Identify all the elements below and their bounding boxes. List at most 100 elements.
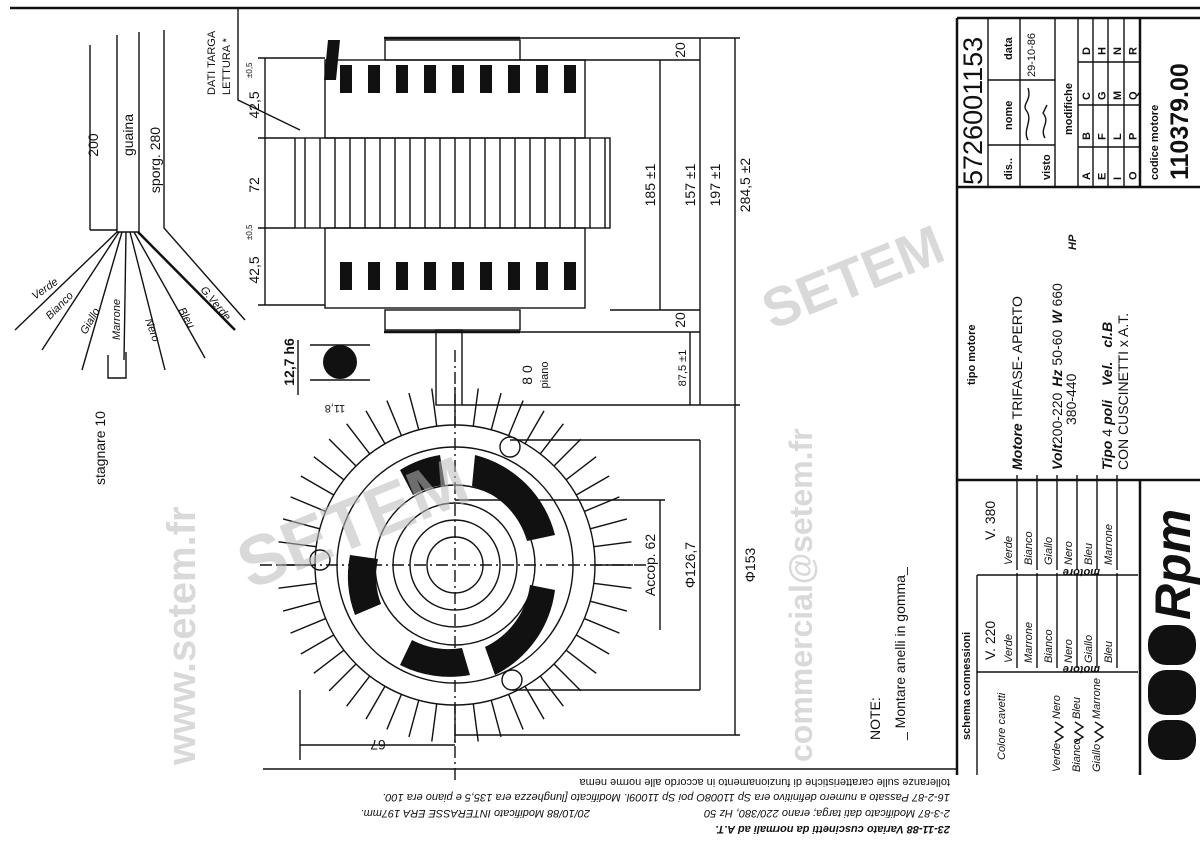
header-dis: dis.. (1003, 158, 1015, 180)
stator-slot (424, 65, 436, 93)
stator-slot (508, 65, 520, 93)
tipo-line: Tipo4poliVel.cl.B (1099, 322, 1115, 470)
revision-letter: O (1128, 171, 1140, 180)
front-dimensions: Accop. 62 Φ126,7 Φ153 67 (299, 405, 758, 760)
signature-checker (1042, 104, 1048, 139)
dim-284: 284,5 ±2 (737, 158, 753, 213)
side-dimensions: DATI TARGA LETTURA * 42,5 ±0,5 72 42,5 ±… (206, 8, 325, 306)
hz-value: 50-60 (1049, 330, 1065, 366)
stator-slot (452, 65, 464, 93)
radial-fin (539, 675, 564, 707)
stator-slot (564, 262, 576, 290)
wire-marrone: Marrone (111, 299, 123, 340)
note-title: NOTE: (867, 697, 883, 740)
stagnare-label: stagnare 10 (92, 411, 108, 485)
stator-slot (536, 65, 548, 93)
schema-title: schema connessioni (961, 632, 973, 740)
schema-wire-label: Bianco (1043, 629, 1055, 663)
radial-fin (431, 703, 438, 742)
w-value: 660 (1049, 283, 1065, 307)
radial-fin (278, 582, 317, 589)
revision-letter: P (1128, 133, 1140, 140)
radial-fin (539, 423, 564, 455)
stator-slot (508, 262, 520, 290)
watermark-email: commercial@setem.fr (783, 428, 819, 762)
radial-fin (282, 600, 320, 612)
radial-fin (584, 496, 620, 513)
radial-fin (282, 518, 320, 530)
w-label: W (1049, 309, 1065, 324)
vel-label: Vel. (1099, 362, 1115, 386)
drawing-number: 5726001153 (958, 37, 988, 185)
coil-label: Verde (1051, 743, 1063, 772)
radial-fin (328, 438, 357, 467)
wire-nero: Nero (142, 317, 161, 344)
radial-fin (575, 634, 610, 655)
piano-label: piano (539, 362, 551, 389)
dim-42-top: 42,5 (246, 91, 262, 118)
revision-letter: A (1081, 172, 1093, 180)
revision-letter: R (1128, 47, 1140, 55)
delta-label: V. 220 (982, 621, 998, 660)
revision-letter: B (1081, 132, 1093, 140)
stator-slot (396, 65, 408, 93)
revision-letter: H (1097, 47, 1109, 55)
radial-fin (431, 388, 438, 427)
stator-slot (340, 65, 352, 93)
volt-line: Volt200-220Hz50-60W660 (1049, 283, 1065, 470)
radial-fin (365, 685, 386, 720)
watermark-brand-2: SETEM (753, 213, 952, 341)
coil-resistor (1073, 721, 1085, 743)
stator-slot (424, 262, 436, 290)
revision-letter: L (1112, 133, 1124, 140)
coil-resistor (1093, 721, 1105, 743)
motore-delta: motore (1063, 663, 1100, 675)
revision-letter: M (1112, 91, 1124, 100)
radial-fin (472, 703, 479, 742)
radial-fin (565, 649, 597, 674)
coil-label: Bianco (1071, 738, 1083, 772)
schema-wire-label: Marrone (1103, 524, 1115, 565)
accop-62: Accop. 62 (642, 534, 658, 596)
stator-slot (536, 262, 548, 290)
revision-letter: F (1097, 133, 1109, 140)
wire-verde: Verde (30, 276, 61, 302)
wire-bleu: Bleu (175, 306, 196, 331)
phi-153: Φ153 (742, 548, 758, 583)
rpm-logo: Rpm (1145, 509, 1200, 760)
dim-197: 197 ±1 (707, 163, 723, 206)
watermark-url: www.setem.fr (160, 506, 204, 766)
header-codice-motore: codice motore (1149, 105, 1161, 180)
schema-wire-label: Nero (1063, 639, 1075, 663)
hz-label: Hz (1049, 370, 1065, 387)
tipo-value: 4 (1099, 429, 1115, 437)
schema-wire-label: Marrone (1023, 622, 1035, 663)
tipo-motore-label: tipo motore (966, 325, 978, 386)
radial-fin (346, 423, 371, 455)
radial-fin (365, 410, 386, 445)
radial-fin (313, 649, 345, 674)
revision-letter: D (1081, 47, 1093, 55)
schema-wire-label: Giallo (1043, 537, 1055, 565)
tol-top: ±0,5 (245, 62, 254, 78)
revision-letter: Q (1128, 91, 1140, 100)
revision-letter: I (1112, 177, 1124, 180)
coil-resistor (1053, 721, 1065, 743)
note-text: _ Montare anelli in gomma_ (892, 567, 908, 741)
stator-slot (340, 262, 352, 290)
guaina-label: guaina (120, 114, 136, 156)
schema-wire-label: Verde (1003, 536, 1015, 565)
star-label: V. 380 (982, 501, 998, 540)
wire-gverde: G.Verde (198, 284, 233, 323)
stator-slot (480, 65, 492, 93)
dim-67: 67 (370, 737, 386, 753)
radial-fin (553, 663, 582, 692)
radial-fin (593, 582, 632, 589)
stator-slot (564, 65, 576, 93)
radial-fin (553, 438, 582, 467)
coil-label: Bleu (1071, 697, 1083, 719)
radial-fin (575, 475, 610, 496)
radial-fin (524, 410, 545, 445)
schema-wire-label: Verde (1003, 634, 1015, 663)
motore-label: Motore (1009, 423, 1025, 470)
